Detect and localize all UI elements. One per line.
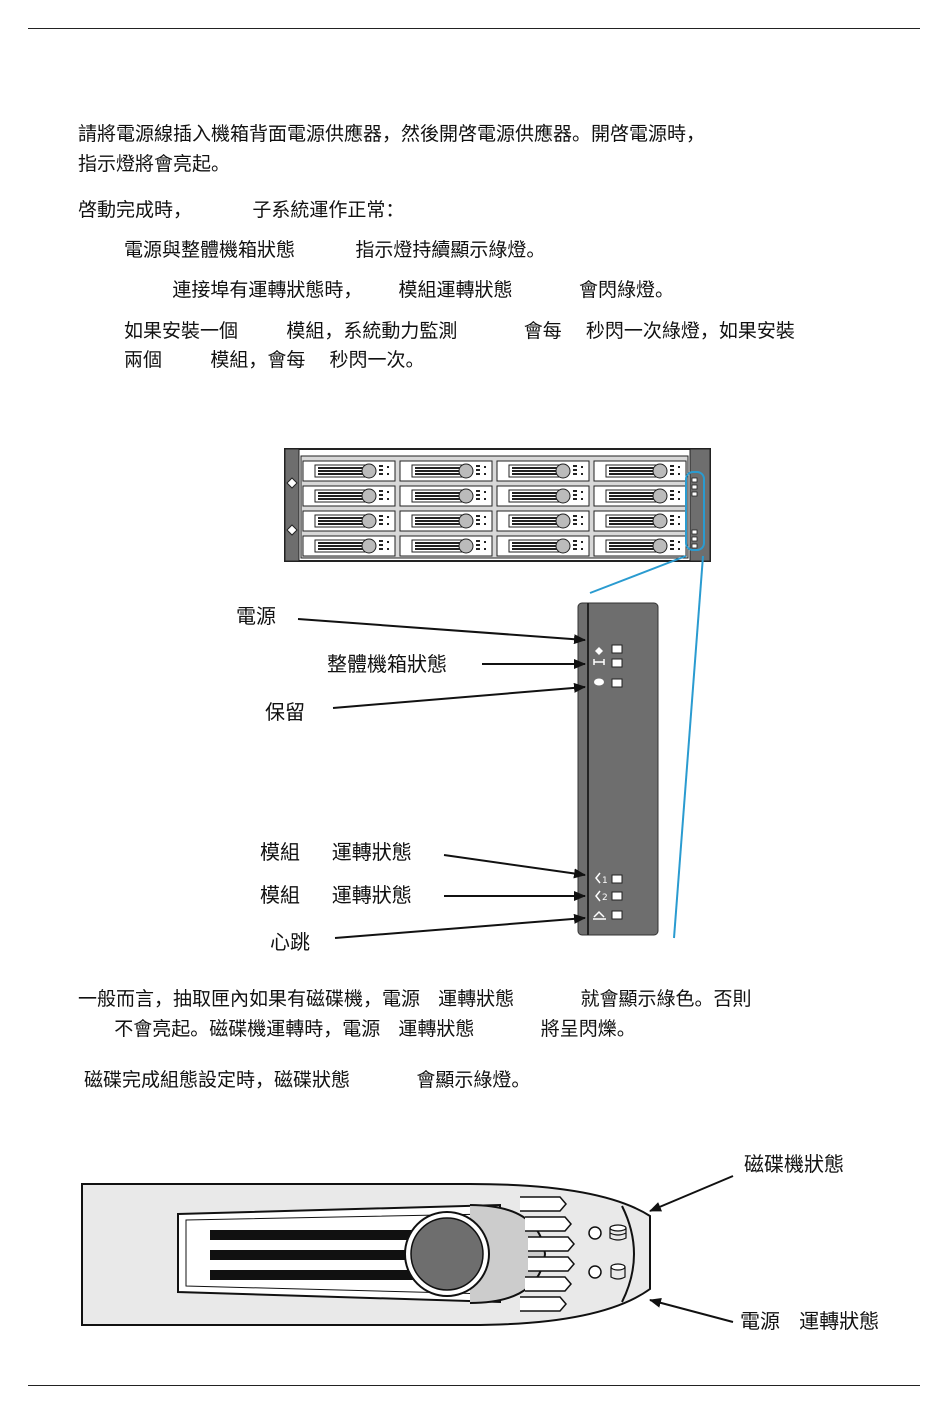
disk-info-line-2: 不會亮起。磁碟機運轉時，電源 運轉狀態 將呈閃爍。 bbox=[78, 1018, 636, 1040]
heartbeat-led bbox=[611, 910, 623, 920]
startup-item-3b: 兩個 模組，會每 秒閃一次。 bbox=[124, 349, 425, 371]
label-power-activity: 電源 運轉狀態 bbox=[740, 1309, 880, 1333]
chassis-status-icon bbox=[593, 659, 605, 665]
label-reserved: 保留 bbox=[265, 700, 305, 724]
arrow-power-activity bbox=[649, 1297, 734, 1323]
power-led bbox=[611, 644, 623, 654]
label-chassis-status: 整體機箱狀態 bbox=[327, 652, 447, 676]
module-1-led bbox=[611, 874, 623, 884]
drive-tray-closeup bbox=[81, 1183, 651, 1326]
module-2-mark: 2 bbox=[602, 893, 608, 903]
label-power: 電源 bbox=[236, 604, 276, 628]
arrow-module-1 bbox=[443, 854, 586, 879]
label-heartbeat: 心跳 bbox=[270, 930, 310, 954]
module-1-icon bbox=[595, 872, 601, 884]
arrow-reserved bbox=[332, 682, 586, 709]
arrow-disk-status bbox=[649, 1175, 734, 1212]
reserved-led bbox=[611, 678, 623, 688]
label-disk-status: 磁碟機狀態 bbox=[744, 1152, 844, 1176]
startup-item-1: 電源與整體機箱狀態 指示燈持續顯示綠燈。 bbox=[124, 239, 546, 261]
callout-line-right bbox=[673, 555, 704, 939]
module-2-led bbox=[611, 891, 623, 901]
callout-line-left bbox=[589, 555, 687, 594]
reserved-icon bbox=[594, 678, 604, 686]
intro-line-2: 指示燈將會亮起。 bbox=[78, 153, 231, 175]
startup-item-2: 連接埠有運轉狀態時， 模組運轉狀態 會閃綠燈。 bbox=[124, 279, 674, 301]
arrow-power bbox=[297, 618, 586, 645]
startup-heading: 啓動完成時， 子系統運作正常： bbox=[78, 199, 405, 221]
module-1-mark: 1 bbox=[602, 876, 608, 886]
disk-info-line-1: 一般而言，抽取匣內如果有磁碟機，電源 運轉狀態 就會顯示綠色。否則 bbox=[78, 988, 752, 1010]
enclosure-front-view bbox=[284, 448, 711, 562]
power-activity-led bbox=[588, 1265, 602, 1279]
chassis-status-led bbox=[611, 658, 623, 668]
startup-item-3a: 如果安裝一個 模組，系統動力監測 會每 秒閃一次綠燈，如果安裝 bbox=[124, 320, 795, 342]
label-module-1-activity: 模組 運轉狀態 bbox=[260, 840, 412, 864]
power-led-icon bbox=[595, 647, 603, 655]
disk-info-line-3: 磁碟完成組態設定時，磁碟狀態 會顯示綠燈。 bbox=[84, 1069, 531, 1091]
disk-single-icon bbox=[610, 1263, 626, 1280]
status-led-panel: 1 2 bbox=[577, 602, 659, 936]
intro-line-1: 請將電源線插入機箱背面電源供應器，然後開啓電源供應器。開啓電源時， bbox=[78, 123, 706, 145]
bottom-rule bbox=[28, 1385, 920, 1386]
disk-stack-icon bbox=[609, 1224, 627, 1241]
heartbeat-icon bbox=[593, 910, 606, 920]
module-2-icon bbox=[595, 890, 601, 902]
arrow-heartbeat bbox=[334, 913, 586, 939]
label-module-2-activity: 模組 運轉狀態 bbox=[260, 883, 412, 907]
top-rule bbox=[28, 28, 920, 29]
disk-status-led bbox=[588, 1226, 602, 1240]
